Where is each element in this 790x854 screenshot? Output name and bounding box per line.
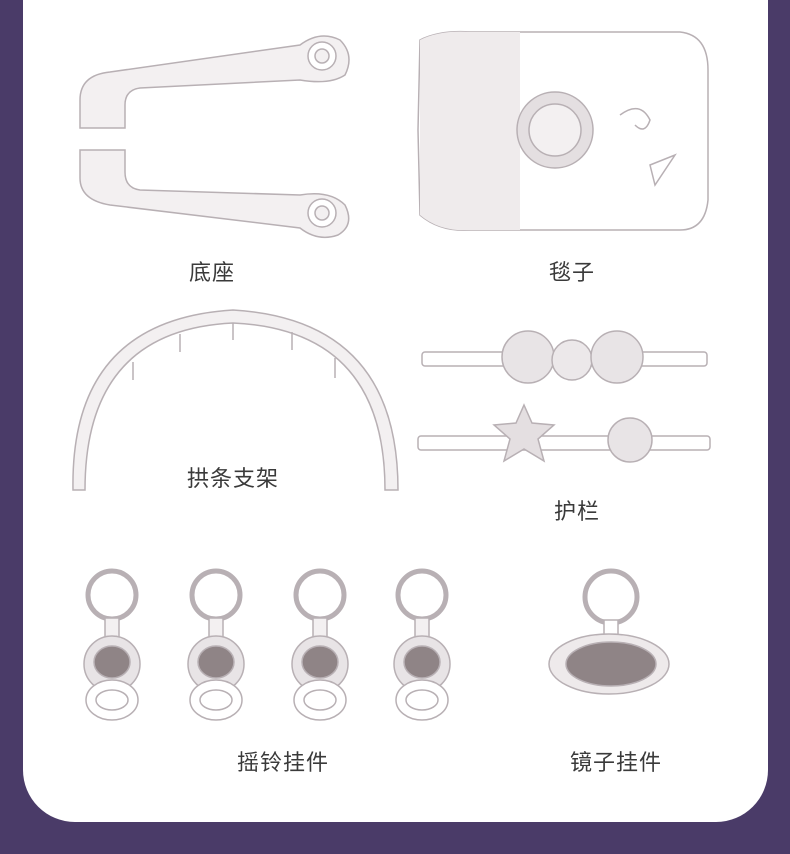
label-rattle: 摇铃挂件 [236,751,330,776]
label-base: 底座 [188,261,236,286]
blanket-illustration [417,30,709,231]
base-illustration [79,35,350,239]
label-rail: 护栏 [553,500,601,525]
label-blanket: 毯子 [548,261,596,286]
label-arch: 拱条支架 [186,467,280,492]
rattle-illustrations [83,568,451,721]
label-mirror: 镜子挂件 [569,751,663,776]
mirror-illustration [548,568,670,695]
rail-illustration [417,330,711,463]
arch-illustration [72,309,399,491]
